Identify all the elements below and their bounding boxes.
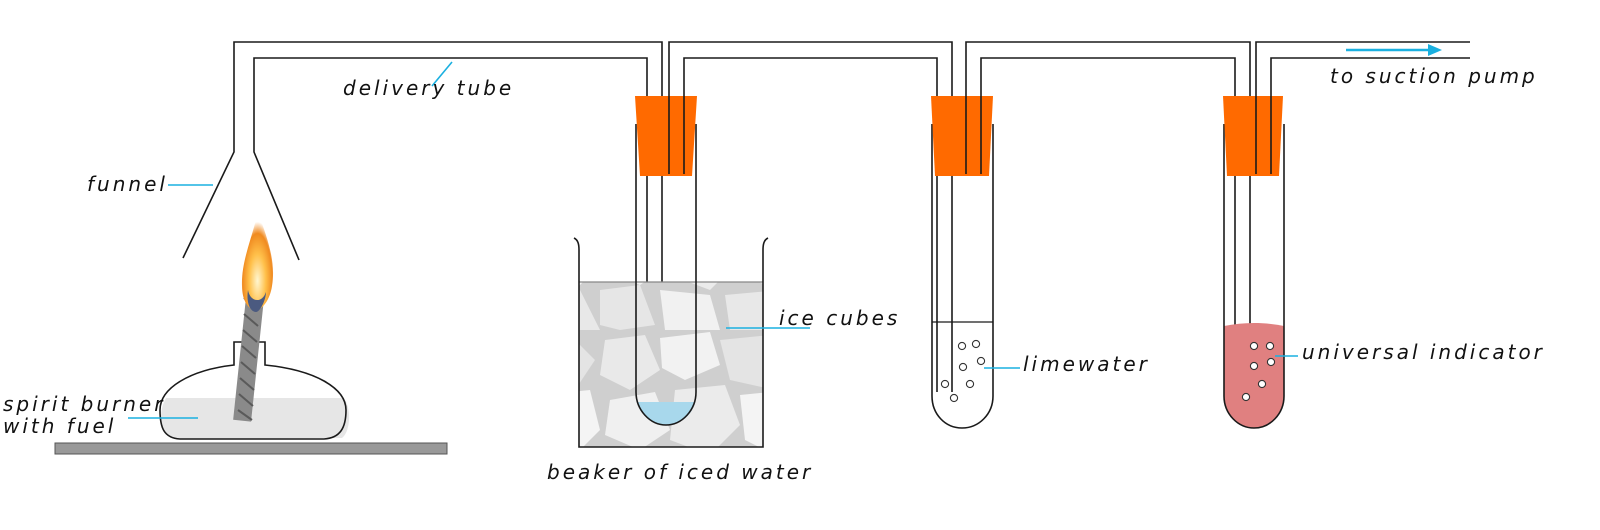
exit-tube-2-inner xyxy=(980,57,1236,392)
label-beaker: beaker of iced water xyxy=(547,460,813,484)
exit-tube-3 xyxy=(1255,41,1470,174)
test-tube-2-wall xyxy=(931,124,994,429)
test-tube-2 xyxy=(931,41,1251,429)
label-ice-cubes: ice cubes xyxy=(779,306,900,330)
label-funnel: funnel xyxy=(87,172,168,196)
base-plate xyxy=(54,442,448,455)
condensate xyxy=(638,402,695,425)
spirit-burner xyxy=(54,212,448,455)
label-spirit-burner-line2: with fuel xyxy=(3,414,116,438)
exit-tube-1-inner xyxy=(683,57,938,392)
label-limewater: limewater xyxy=(1023,352,1150,376)
test-tube-1 xyxy=(635,41,953,426)
stopper-1 xyxy=(635,96,697,176)
label-delivery-tube: delivery tube xyxy=(343,76,514,100)
label-spirit-burner-line1: spirit burner xyxy=(3,392,165,416)
suction-arrow xyxy=(1346,44,1442,56)
test-tube-3 xyxy=(1223,41,1470,429)
beaker-wall xyxy=(573,237,769,448)
test-tube-1-wall xyxy=(635,124,697,426)
burner-body xyxy=(159,341,347,440)
bubbles-3 xyxy=(1241,341,1276,402)
exit-tube-1 xyxy=(668,41,953,392)
pointer-delivery-tube xyxy=(431,61,453,87)
fuel xyxy=(161,398,350,439)
bubbles-2 xyxy=(940,339,986,403)
stopper-2 xyxy=(931,96,993,176)
test-tube-3-wall xyxy=(1223,124,1285,429)
exit-tube-3-inner xyxy=(1270,57,1470,174)
label-universal-indicator: universal indicator xyxy=(1302,340,1545,364)
flame xyxy=(241,212,274,310)
label-suction-pump: to suction pump xyxy=(1330,64,1538,88)
wick xyxy=(233,289,265,422)
indicator-solution xyxy=(1224,323,1284,428)
exit-tube-2 xyxy=(965,41,1251,392)
pointer-lines xyxy=(128,61,1298,419)
stopper-3 xyxy=(1223,96,1283,176)
flame-base xyxy=(247,290,266,312)
